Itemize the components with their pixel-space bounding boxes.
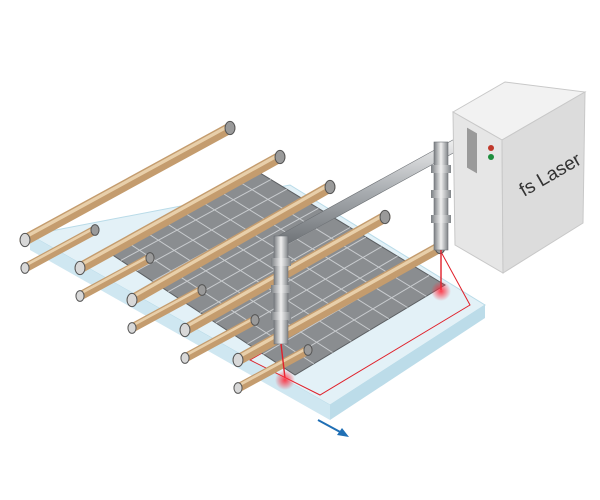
roller-end-cap: [197, 284, 207, 296]
lower-roller: [233, 344, 313, 394]
laser-gantry: [271, 135, 467, 390]
roller-end-cap: [179, 322, 191, 338]
roller-end-cap: [379, 209, 391, 225]
status-indicator-red: [488, 145, 494, 151]
roller-end-cap: [127, 322, 137, 334]
laser-spot-front: [275, 370, 295, 390]
roller-end-cap: [90, 224, 100, 236]
roller-end-cap: [250, 314, 260, 326]
roller-end-cap: [74, 260, 86, 276]
roller-end-cap: [20, 262, 30, 274]
panel-cell-line: [168, 207, 319, 293]
lower-roller: [127, 284, 207, 334]
motion-direction-arrow-icon: [317, 419, 349, 437]
status-indicator-green: [488, 154, 494, 160]
roller-end-cap: [303, 344, 313, 356]
panel-cell-line: [136, 188, 287, 272]
fs-laser-unit: fs Laser: [451, 81, 587, 274]
panel-cell-line: [120, 179, 272, 261]
roller-end-cap: [232, 352, 244, 368]
panel-cell-line: [215, 236, 367, 324]
roller-end-cap: [324, 179, 336, 195]
laser-spot-rear: [431, 281, 451, 301]
panel-cell-line: [247, 255, 398, 345]
lower-roller: [180, 314, 260, 364]
conveyor-roller: [74, 149, 286, 276]
roller-end-cap: [224, 120, 236, 136]
conveyor-roller: [126, 179, 336, 308]
roller-end-cap: [145, 252, 155, 264]
conveyor-roller: [19, 120, 236, 248]
roller-end-cap: [274, 149, 286, 165]
lower-roller: [75, 252, 155, 302]
roller-end-cap: [75, 290, 85, 302]
roller-end-cap: [19, 232, 31, 248]
lower-roller: [20, 224, 100, 274]
roller-end-cap: [180, 352, 190, 364]
roller-end-cap: [233, 382, 243, 394]
roller-end-cap: [126, 292, 138, 308]
